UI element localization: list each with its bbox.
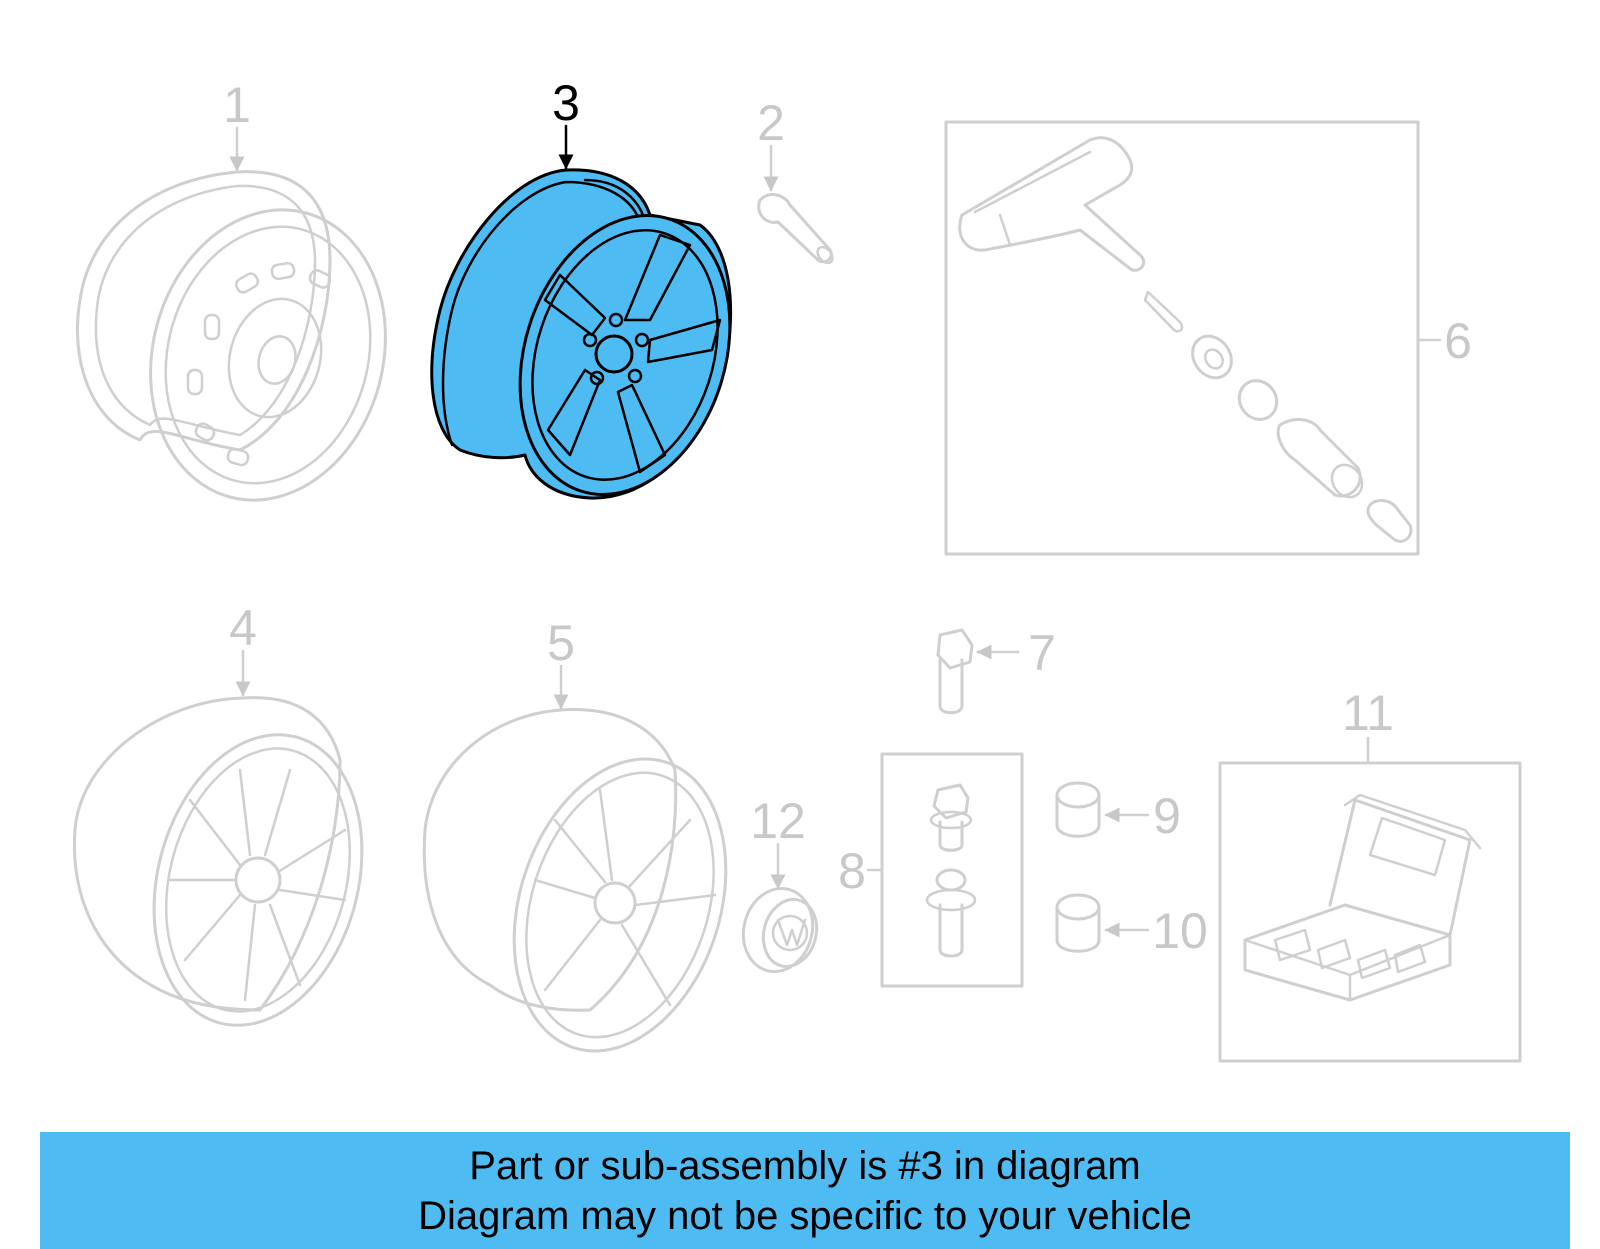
part-7-lug-bolt[interactable]: 7 — [936, 625, 1056, 715]
part-10-bolt-cap[interactable]: 10 — [1055, 893, 1208, 959]
part-9-bolt-cap[interactable]: 9 — [1055, 781, 1181, 844]
part-6-tpms-sensor-kit[interactable]: 6 — [944, 120, 1472, 556]
callout-11: 11 — [1342, 685, 1394, 741]
part-3-alloy-wheel[interactable]: 3 — [430, 75, 764, 522]
part-1-steel-wheel[interactable]: 1 — [76, 77, 418, 527]
banner-line-1: Part or sub-assembly is #3 in diagram — [469, 1143, 1141, 1188]
callout-10: 10 — [1152, 903, 1208, 959]
info-banner: Part or sub-assembly is #3 in diagram Di… — [40, 1132, 1570, 1249]
part-12-center-cap[interactable]: 12 — [734, 793, 824, 979]
callout-6: 6 — [1444, 313, 1472, 369]
callout-7: 7 — [1028, 625, 1056, 681]
part-11-tire-repair-kit[interactable]: 11 — [1218, 685, 1522, 1063]
callout-8: 8 — [838, 843, 866, 899]
part-5-alloy-wheel[interactable]: 5 — [422, 615, 761, 1079]
callout-4: 4 — [229, 600, 257, 656]
callout-3: 3 — [552, 75, 580, 131]
part-4-alloy-wheel[interactable]: 4 — [72, 600, 392, 1049]
callout-5: 5 — [547, 615, 575, 671]
part-8-locking-bolt-set[interactable]: 8 — [838, 752, 1024, 988]
part-2-valve-stem[interactable]: 2 — [757, 95, 835, 266]
callout-12: 12 — [750, 793, 806, 849]
banner-line-2: Diagram may not be specific to your vehi… — [418, 1193, 1192, 1238]
callout-9: 9 — [1153, 788, 1181, 844]
callout-2: 2 — [757, 95, 785, 151]
callout-1: 1 — [223, 77, 251, 133]
